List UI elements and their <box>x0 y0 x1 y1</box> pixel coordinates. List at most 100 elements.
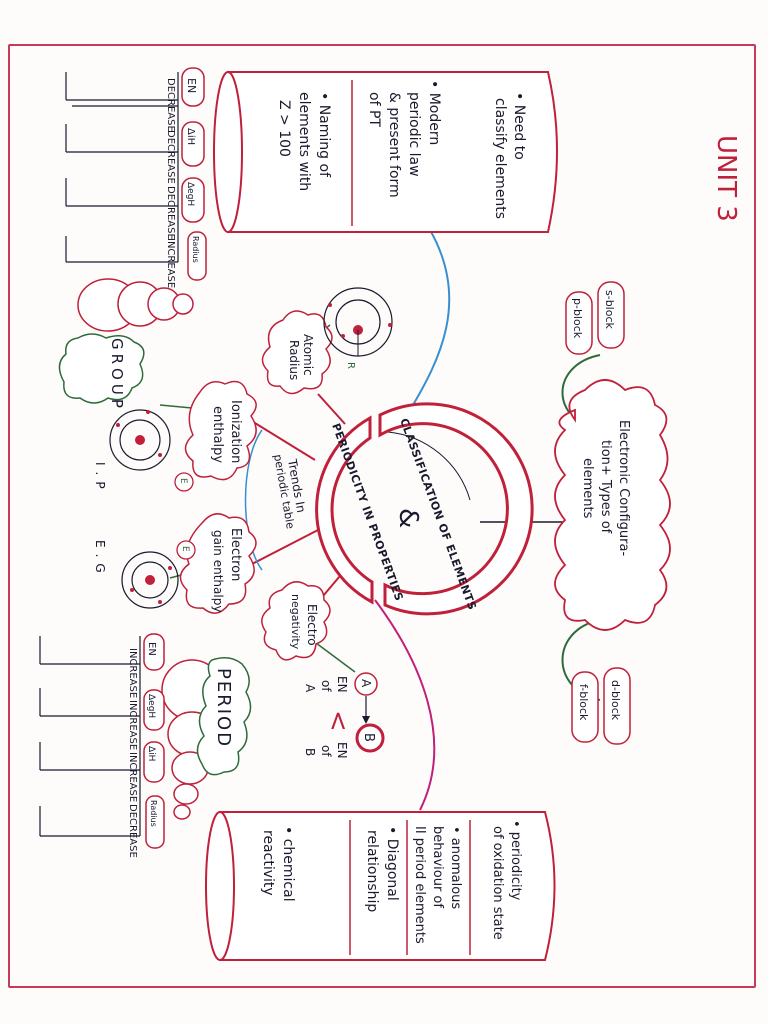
atom-a-label: A <box>359 679 373 688</box>
group-col-2: ΔegH DECREASE <box>165 177 205 240</box>
red-line-eg <box>249 529 319 566</box>
top-left-cylinder: • Need to classify elements • Modern per… <box>213 71 558 233</box>
period-label: PERIOD <box>213 668 234 748</box>
period-label-cloud <box>196 657 252 776</box>
group-col-2-header: ΔegH <box>185 182 195 206</box>
ie-e-letter: E <box>178 478 188 484</box>
atom-ie-diagram <box>109 409 171 471</box>
en-example: A B EN of A < EN of B <box>303 672 385 759</box>
period-col-2-value: INCREASE <box>127 752 138 802</box>
cyl1-line-4: & present form <box>386 92 402 198</box>
group-trends: GROUP EN DECREASE ΔiH DECREASE ΔegH DECR… <box>58 67 207 412</box>
group-label: GROUP <box>108 338 126 412</box>
group-col-1-value: DECREASE <box>165 130 176 184</box>
cyl2-line-8: reactivity <box>260 830 276 896</box>
r-letter: R <box>345 362 356 369</box>
atom-radius-diagram: R <box>323 287 393 369</box>
period-col-1-header: ΔegH <box>146 694 156 718</box>
ip-letters: I.P <box>93 462 107 495</box>
cyl1-line-7: elements with <box>296 92 312 191</box>
period-col-3-header: Radius <box>149 800 158 827</box>
group-col-0: EN DECREASE <box>72 67 205 132</box>
electronic-config-line-0: Electronic Configura- <box>616 420 631 556</box>
atomic-radius-node: Atomic Radius <box>261 310 333 395</box>
period-col-1: ΔegH INCREASE <box>127 689 165 750</box>
en-a-line-1: of <box>319 680 333 692</box>
p-block-label: p-block <box>571 298 584 339</box>
f-block-box <box>571 671 599 743</box>
period-col-2: ΔiH INCREASE <box>127 741 165 802</box>
group-col-3-header: Radius <box>191 236 200 263</box>
group-col-0-header: EN <box>185 78 198 93</box>
period-col-0-value: INCREASE <box>127 648 138 698</box>
ionization-line-1: enthalpy <box>210 406 225 463</box>
cyl2-line-7: • chemical <box>280 826 296 902</box>
eg-e-letter: E <box>180 546 190 552</box>
ionization-node: Ionization enthalpy <box>184 380 257 481</box>
electronegativity-line-0: Electro <box>305 604 319 646</box>
cyl1-line-2: • Modern <box>426 80 442 145</box>
central-bottom-arc <box>315 415 374 605</box>
atom-a-circle <box>354 672 378 696</box>
cyl2-line-1: of oxidation state <box>490 826 505 940</box>
period-trends: PERIOD EN INCREASE ΔegH INCREASE ΔiH INC… <box>39 633 252 858</box>
group-col-1-header: ΔiH <box>185 128 196 145</box>
cyl1-line-1: classify elements <box>492 98 508 219</box>
cyl2-line-2: • anomalous <box>448 826 463 909</box>
ie-e-badge: E <box>174 472 194 492</box>
red-line-ie <box>249 419 316 461</box>
electron-gain-node: Electron gain enthalpy <box>179 513 257 614</box>
central-top-arc <box>378 402 534 616</box>
blue-connector-top <box>409 229 451 411</box>
s-block-box <box>597 281 625 349</box>
central-node: CLASSIFICATION OF ELEMENTS PERIODICITY I… <box>315 402 534 616</box>
green-line-ie-atom <box>159 404 193 409</box>
group-col-3: Radius INCREASE <box>165 231 207 288</box>
cyl1-line-0: • Need to <box>511 92 527 160</box>
f-block-label: f-block <box>577 684 590 721</box>
cyl1-line-5: of PT <box>366 92 382 127</box>
electronic-config-line-2: elements <box>580 458 595 519</box>
electronic-config-line-1: tion+ Types of <box>598 440 613 534</box>
electron-gain-line-0: Electron <box>228 528 243 581</box>
s-block-label: s-block <box>603 290 616 330</box>
period-col-1-value: INCREASE <box>127 700 138 750</box>
group-shrinking-circles <box>77 278 194 332</box>
magenta-connector-bottom <box>374 599 436 811</box>
green-line-en-ex <box>311 639 356 673</box>
ionization-line-0: Ionization <box>228 400 243 463</box>
d-block-box <box>603 667 631 745</box>
period-col-2-header: ΔiH <box>146 746 156 761</box>
en-a-line-0: EN <box>335 676 349 693</box>
cyl2-line-6: relationship <box>364 830 380 912</box>
en-a-line-2: A <box>303 684 317 693</box>
atom-b-label: B <box>361 733 376 742</box>
sheet-border <box>8 44 756 988</box>
atom-eg-diagram <box>121 551 179 609</box>
group-col-1: ΔiH DECREASE <box>165 121 205 184</box>
electronegativity-line-1: negativity <box>289 594 302 650</box>
electronic-config-cloud <box>554 379 671 631</box>
group-col-0-value: DECREASE <box>165 78 176 132</box>
en-b-line-0: EN <box>335 742 349 759</box>
atom-b-circle <box>355 723 385 753</box>
en-b-line-2: B <box>303 748 317 756</box>
period-col-3: Radius DECREASE <box>127 795 165 858</box>
cyl1-line-3: periodic law <box>406 92 422 177</box>
cyl2-line-4: II period elements <box>412 826 427 944</box>
atomic-radius-line-1: Radius <box>287 340 301 380</box>
group-col-2-value: DECREASE <box>165 186 176 240</box>
electronegativity-node: Electro negativity <box>261 581 331 661</box>
period-col-0-header: EN <box>146 642 157 656</box>
cyl1-line-6: • Naming of <box>316 92 332 178</box>
cyl2-line-5: • Diagonal <box>384 826 400 901</box>
cyl2-line-0: • periodicity <box>508 820 523 901</box>
bottom-right-cylinder: • periodicity of oxidation state • anoma… <box>205 811 556 961</box>
electron-gain-line-1: gain enthalpy <box>211 530 225 612</box>
unit-title: UNIT 3 <box>711 135 741 222</box>
electronic-config-group: Electronic Configura- tion+ Types of ele… <box>554 281 671 745</box>
d-block-label: d-block <box>609 680 622 721</box>
p-block-box <box>565 291 593 355</box>
atomic-radius-line-0: Atomic <box>301 334 315 376</box>
